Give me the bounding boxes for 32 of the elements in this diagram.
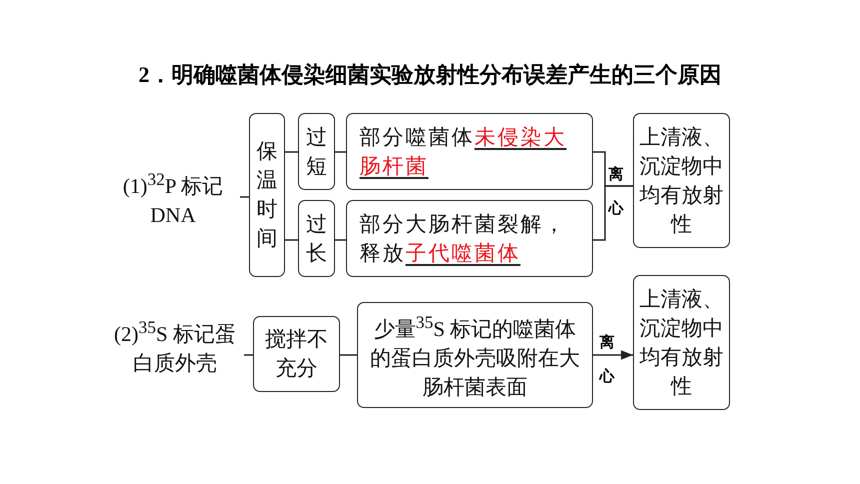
arrow bbox=[593, 350, 633, 360]
process-box bbox=[253, 316, 340, 392]
box-text: 上清液、沉淀物中均有放射性 bbox=[638, 124, 724, 238]
process-box bbox=[249, 113, 285, 277]
box-text: 部分噬菌体未侵染大肠杆菌 bbox=[360, 124, 568, 180]
connector-line bbox=[335, 151, 346, 153]
edge-label: 离心 bbox=[607, 165, 625, 219]
box-text: 少量$^{35}$S 标记的噬菌体的蛋白质外壳吸附在大肠杆菌表面 bbox=[369, 311, 581, 401]
process-box bbox=[633, 113, 730, 248]
process-box bbox=[357, 302, 593, 408]
connector-line bbox=[285, 151, 298, 153]
box-text: 保温时间 bbox=[256, 138, 278, 252]
connector-line bbox=[593, 185, 633, 241]
connector-line bbox=[240, 196, 249, 198]
process-box bbox=[346, 200, 593, 277]
box-text: 过短 bbox=[306, 124, 328, 180]
node-text: (1)$^{32}$P 标记 DNA bbox=[106, 166, 240, 228]
box-text: 上清液、沉淀物中均有放射性 bbox=[638, 286, 724, 400]
process-box bbox=[298, 200, 335, 277]
process-box bbox=[633, 275, 730, 410]
process-box bbox=[346, 113, 593, 190]
edge-label: 离心 bbox=[598, 333, 616, 387]
box-text: 部分大肠杆菌裂解，释放子代噬菌体 bbox=[360, 210, 568, 266]
connector-line bbox=[340, 354, 357, 356]
title: 2．明确噬菌体侵染细菌实验放射性分布误差产生的三个原因 bbox=[138, 61, 722, 89]
process-box bbox=[298, 113, 335, 190]
connector-line bbox=[335, 239, 346, 241]
connector-line bbox=[244, 354, 253, 356]
connector-line bbox=[285, 239, 298, 241]
box-text: 过长 bbox=[306, 210, 328, 266]
box-text: 搅拌不充分 bbox=[264, 326, 329, 382]
node-text: (2)$^{35}$S 标记蛋白质外壳 bbox=[106, 305, 244, 385]
